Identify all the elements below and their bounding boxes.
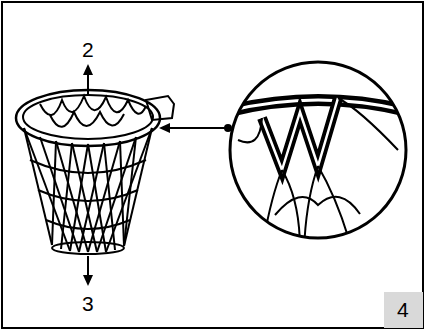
up-arrow-shaft <box>87 72 89 96</box>
net-mesh <box>24 128 152 254</box>
frame <box>2 2 423 328</box>
magnifier-circle <box>230 62 406 238</box>
down-arrow-shaft <box>87 256 89 278</box>
figure-number-box <box>384 292 423 328</box>
leader-arrow-head <box>159 123 170 133</box>
leader-line <box>168 127 228 129</box>
magnified-detail <box>225 98 412 250</box>
figure-number: 4 <box>397 298 409 322</box>
down-arrow-head <box>83 275 93 286</box>
motion-number: 2 <box>82 38 94 62</box>
up-arrow-head <box>83 64 93 75</box>
rim-outer <box>16 90 160 146</box>
motion-number: 3 <box>82 292 94 316</box>
rim-inner <box>23 95 153 139</box>
